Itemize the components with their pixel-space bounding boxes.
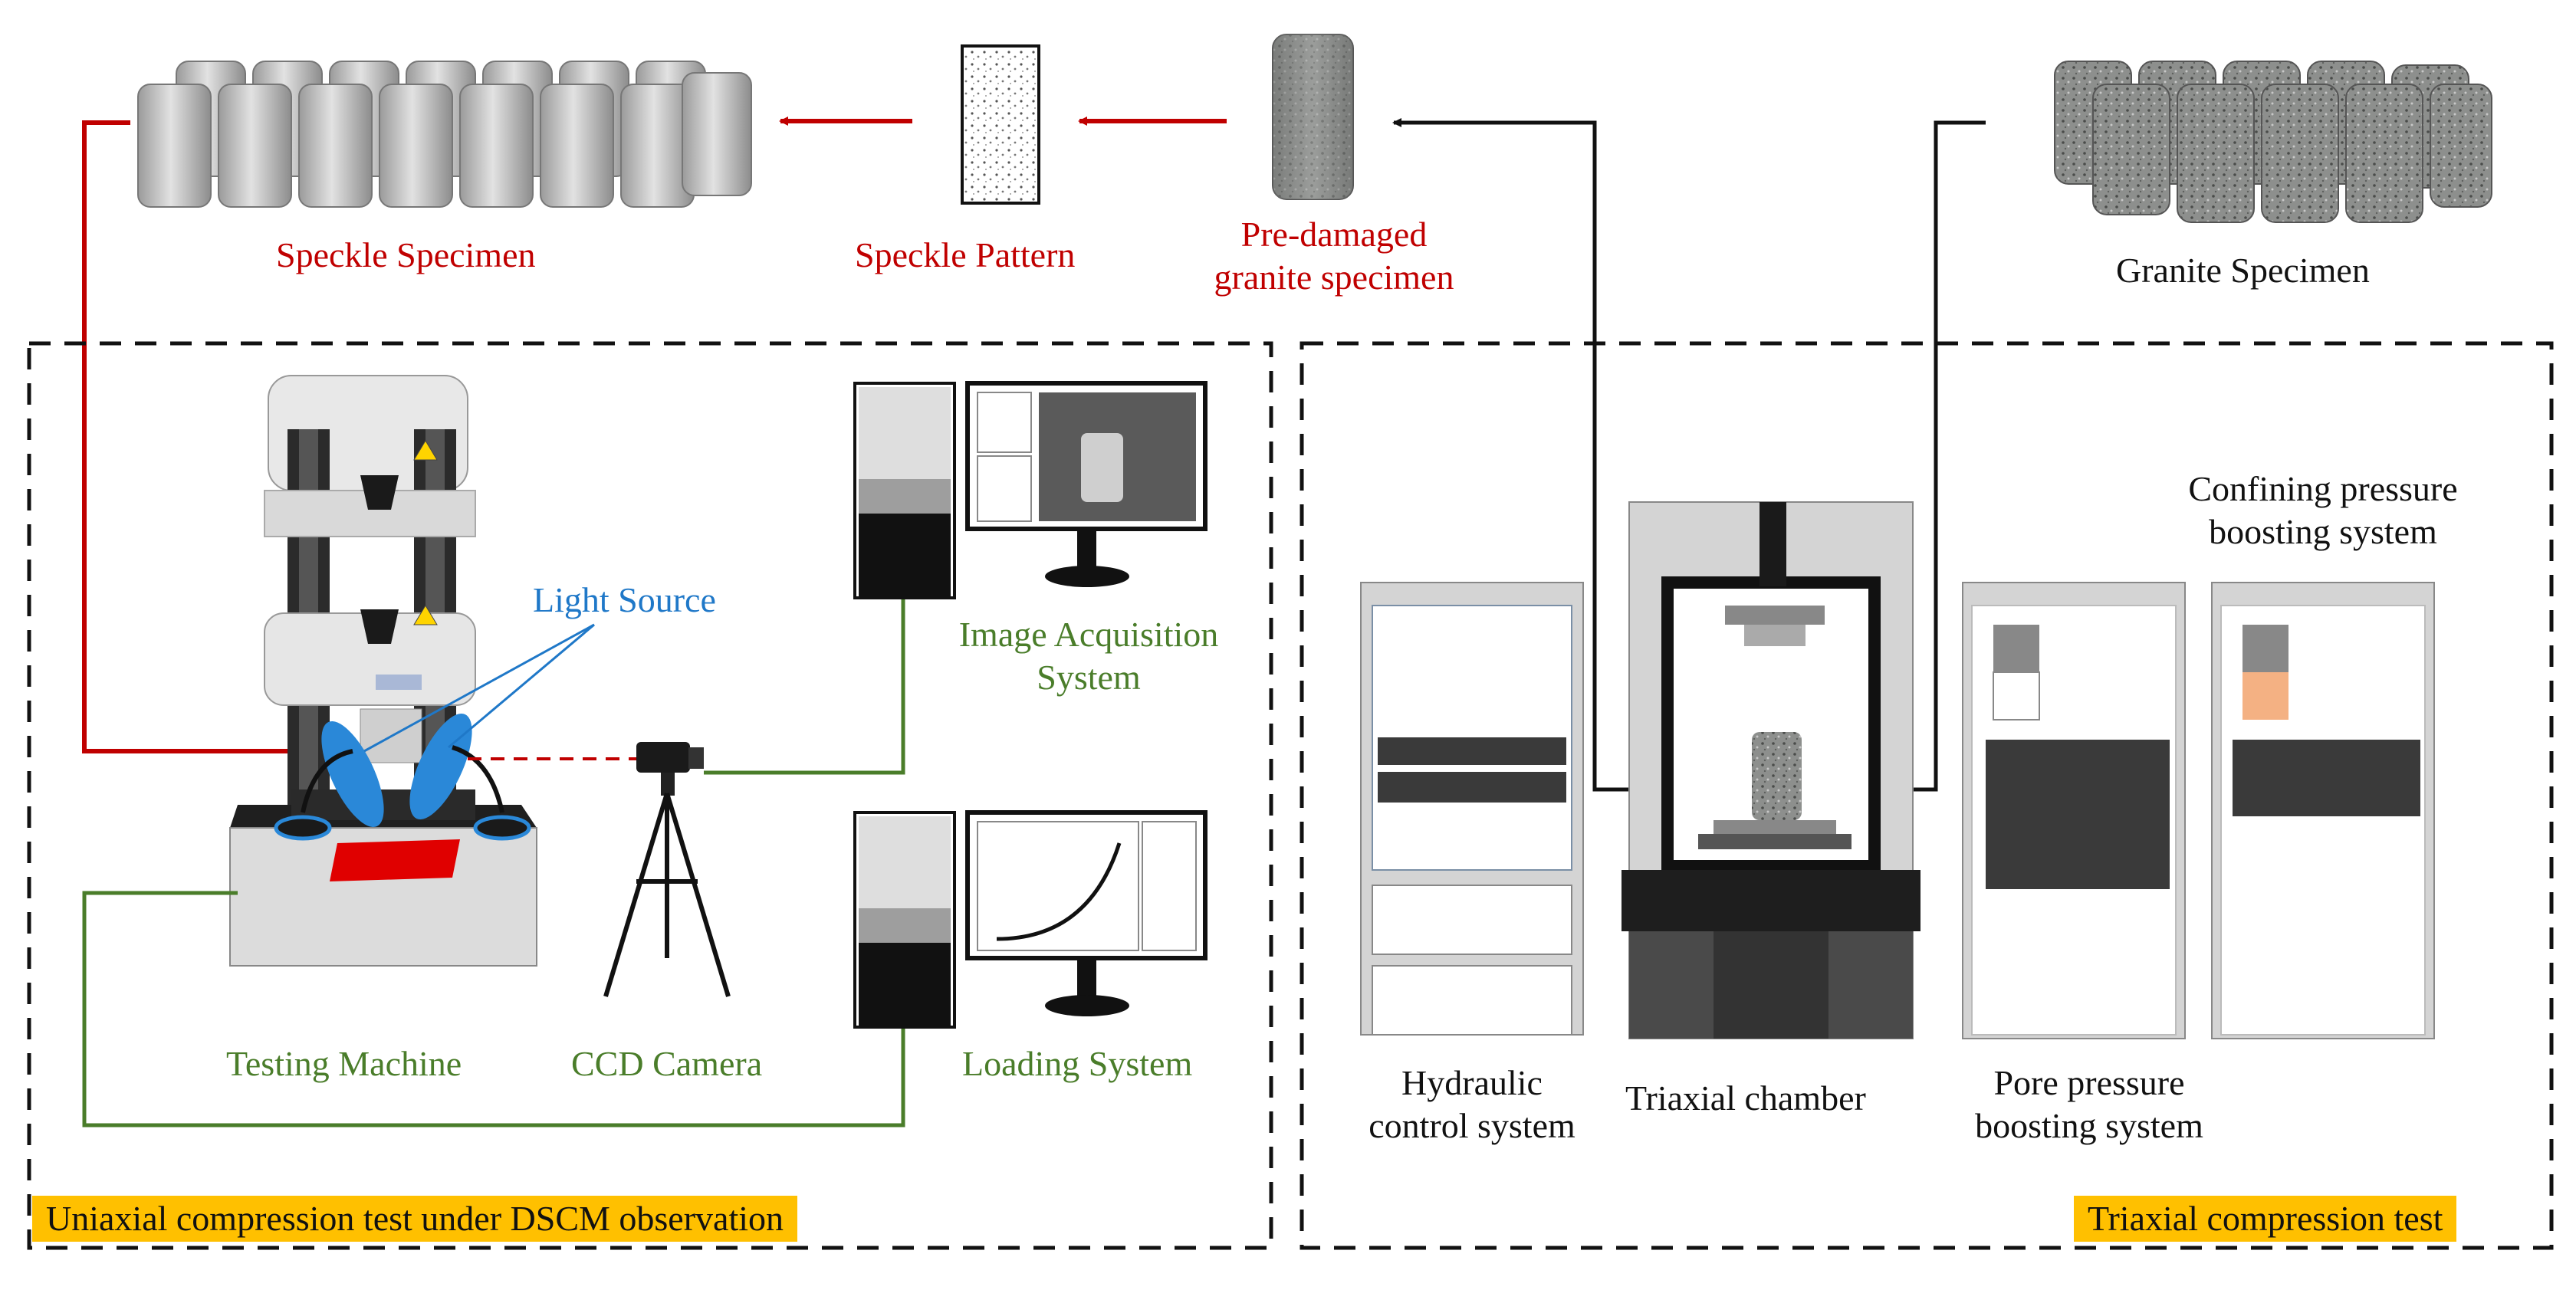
speckle-pattern-label: Speckle Pattern (855, 235, 1076, 274)
confining-pressure-label-line2: boosting system (2209, 512, 2437, 551)
triaxial-test-badge: Triaxial compression test (2074, 1196, 2457, 1242)
loading-system-label: Loading System (962, 1044, 1193, 1083)
confining-pressure-label: Confining pressure boosting system (2147, 468, 2499, 553)
pore-pressure-label-line1: Pore pressure (1993, 1063, 2185, 1102)
pore-pressure-cabinet (1962, 582, 2186, 1039)
hydraulic-label: Hydraulic control system (1326, 1062, 1618, 1147)
pre-damaged-label-line2: granite specimen (1214, 258, 1454, 297)
speckle-specimen-label: Speckle Specimen (276, 235, 536, 274)
ccd-camera-label: CCD Camera (571, 1044, 763, 1083)
pore-pressure-label: Pore pressure boosting system (1936, 1062, 2242, 1147)
testing-machine-label: Testing Machine (226, 1044, 462, 1083)
hydraulic-label-line2: control system (1368, 1106, 1576, 1145)
pre-damaged-granite-cylinder (1272, 34, 1354, 200)
speckle-specimen-group (137, 61, 752, 208)
triaxial-group-box (1300, 341, 2554, 1250)
light-source-pointers (363, 623, 595, 753)
signal-wires (82, 598, 905, 1128)
image-acquisition-computer (853, 381, 1208, 599)
image-acquisition-label-line1: Image Acquisition (958, 615, 1219, 654)
uniaxial-group-box (27, 341, 1273, 1250)
loading-system-computer (853, 810, 1208, 1029)
pre-damaged-label: Pre-damaged granite specimen (1192, 213, 1476, 299)
hydraulic-control-cabinet (1360, 582, 1584, 1036)
light-source-label: Light Source (533, 580, 716, 619)
pre-damaged-label-line1: Pre-damaged (1240, 215, 1428, 254)
granite-specimen-label: Granite Specimen (2116, 251, 2370, 290)
triaxial-chamber-label: Triaxial chamber (1625, 1078, 1866, 1118)
speckle-pattern-card (961, 44, 1040, 205)
confining-pressure-label-line1: Confining pressure (2188, 469, 2458, 508)
pore-pressure-label-line2: boosting system (1975, 1106, 2203, 1145)
uniaxial-test-badge: Uniaxial compression test under DSCM obs… (32, 1196, 798, 1242)
speckle-feed-line (82, 120, 404, 756)
hydraulic-label-line1: Hydraulic (1401, 1063, 1543, 1102)
confining-pressure-cabinet (2211, 582, 2435, 1039)
image-acquisition-label-line2: System (1037, 658, 1141, 697)
triaxial-chamber (1622, 501, 1921, 1039)
image-acquisition-label: Image Acquisition System (920, 613, 1257, 699)
ccd-camera (603, 742, 731, 997)
granite-specimen-group (2054, 61, 2492, 223)
testing-machine (229, 375, 537, 967)
